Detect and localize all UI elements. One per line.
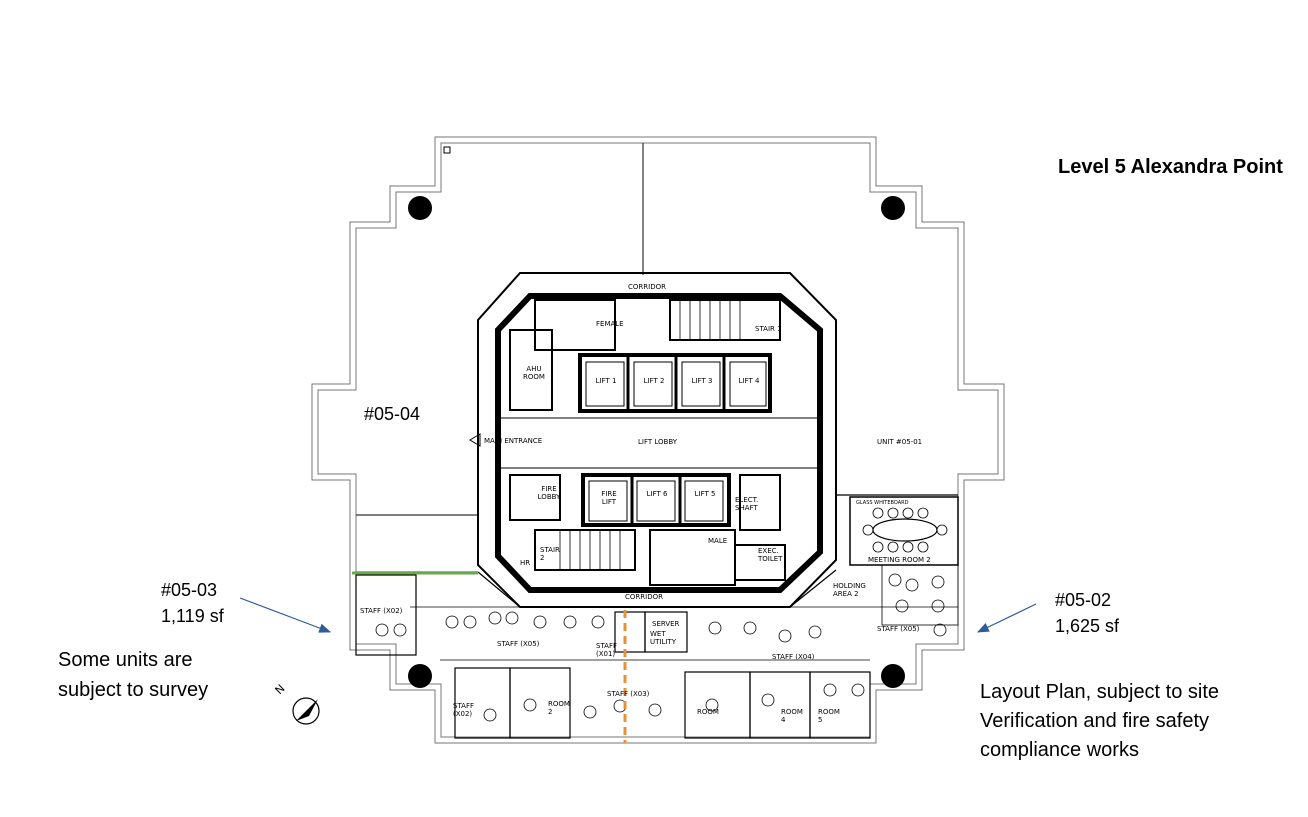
wet-utility-label: WET UTILITY [650, 630, 676, 646]
layout-note-line3: compliance works [980, 739, 1139, 761]
unit-0502-label: #05-02 [1055, 590, 1112, 610]
hr-label: HR [520, 559, 531, 567]
lift2-label: LIFT 2 [643, 377, 665, 385]
male-label: MALE [708, 537, 728, 545]
office-fitout [355, 494, 959, 739]
lift5-label: LIFT 5 [694, 490, 716, 498]
room-label: ROOM [697, 708, 719, 716]
page-title: Level 5 Alexandra Point [1058, 156, 1283, 178]
room2-label: ROOM 2 [548, 700, 570, 716]
unit-dividers [356, 143, 644, 516]
lift3-label: LIFT 3 [691, 377, 713, 385]
meeting-room-label: MEETING ROOM 2 [868, 556, 931, 564]
holding-area-label: HOLDING AREA 2 [833, 582, 866, 598]
main-entrance-label: MAIN ENTRANCE [484, 437, 543, 445]
fire-lobby-label: FIRE LOBBY [537, 485, 561, 501]
layout-note-line2: Verification and fire safety [980, 710, 1210, 732]
staff-x04-label: STAFF (X04) [772, 653, 815, 661]
layout-note-line1: Layout Plan, subject to site [980, 681, 1220, 703]
compass-icon [292, 697, 320, 725]
unit-0503-label: #05-03 [161, 580, 218, 600]
staff-x02b-label: STAFF (X02) [453, 702, 475, 718]
elect-shaft-label: ELECT. SHAFT [735, 496, 759, 512]
room5-label: ROOM 5 [818, 708, 840, 724]
stair1-label: STAIR 1 [755, 325, 782, 333]
room4-label: ROOM 4 [781, 708, 803, 724]
fire-lift-label: FIRE LIFT [601, 490, 617, 506]
exec-toilet-label: EXEC. TOILET [758, 547, 783, 563]
lift1-label: LIFT 1 [595, 377, 617, 385]
glass-whiteboard-label: GLASS WHITEBOARD [856, 500, 909, 506]
unit-0502-area: 1,625 sf [1055, 616, 1120, 636]
server-label: SERVER [652, 620, 680, 628]
arrow-0503 [239, 597, 332, 633]
survey-note-line1: Some units are [58, 649, 193, 671]
staff-x03-label: STAFF (X03) [607, 690, 650, 698]
lift-lobby-label: LIFT LOBBY [638, 438, 678, 446]
unit-0503-area: 1,119 sf [161, 606, 224, 626]
stair2-label: STAIR 2 [540, 546, 560, 562]
corridor-top-label: CORRIDOR [628, 283, 666, 291]
lift4-label: LIFT 4 [738, 377, 760, 385]
arrow-0502 [976, 603, 1037, 633]
ahu-room-label: AHU ROOM [523, 365, 545, 381]
survey-note-line2: subject to survey [58, 679, 209, 701]
unit-0504-label: #05-04 [364, 404, 421, 424]
female-label: FEMALE [596, 320, 624, 328]
staff-x05a-label: STAFF (X05) [497, 640, 540, 648]
staff-x01-label: STAFF (X01) [596, 642, 618, 658]
staff-x05b-label: STAFF (X05) [877, 625, 920, 633]
staff-x02-label: STAFF (X02) [360, 607, 403, 615]
lift6-label: LIFT 6 [646, 490, 668, 498]
unit-0501-label: UNIT #05-01 [877, 438, 923, 446]
corridor-bottom-label: CORRIDOR [625, 593, 663, 601]
columns [408, 196, 905, 688]
